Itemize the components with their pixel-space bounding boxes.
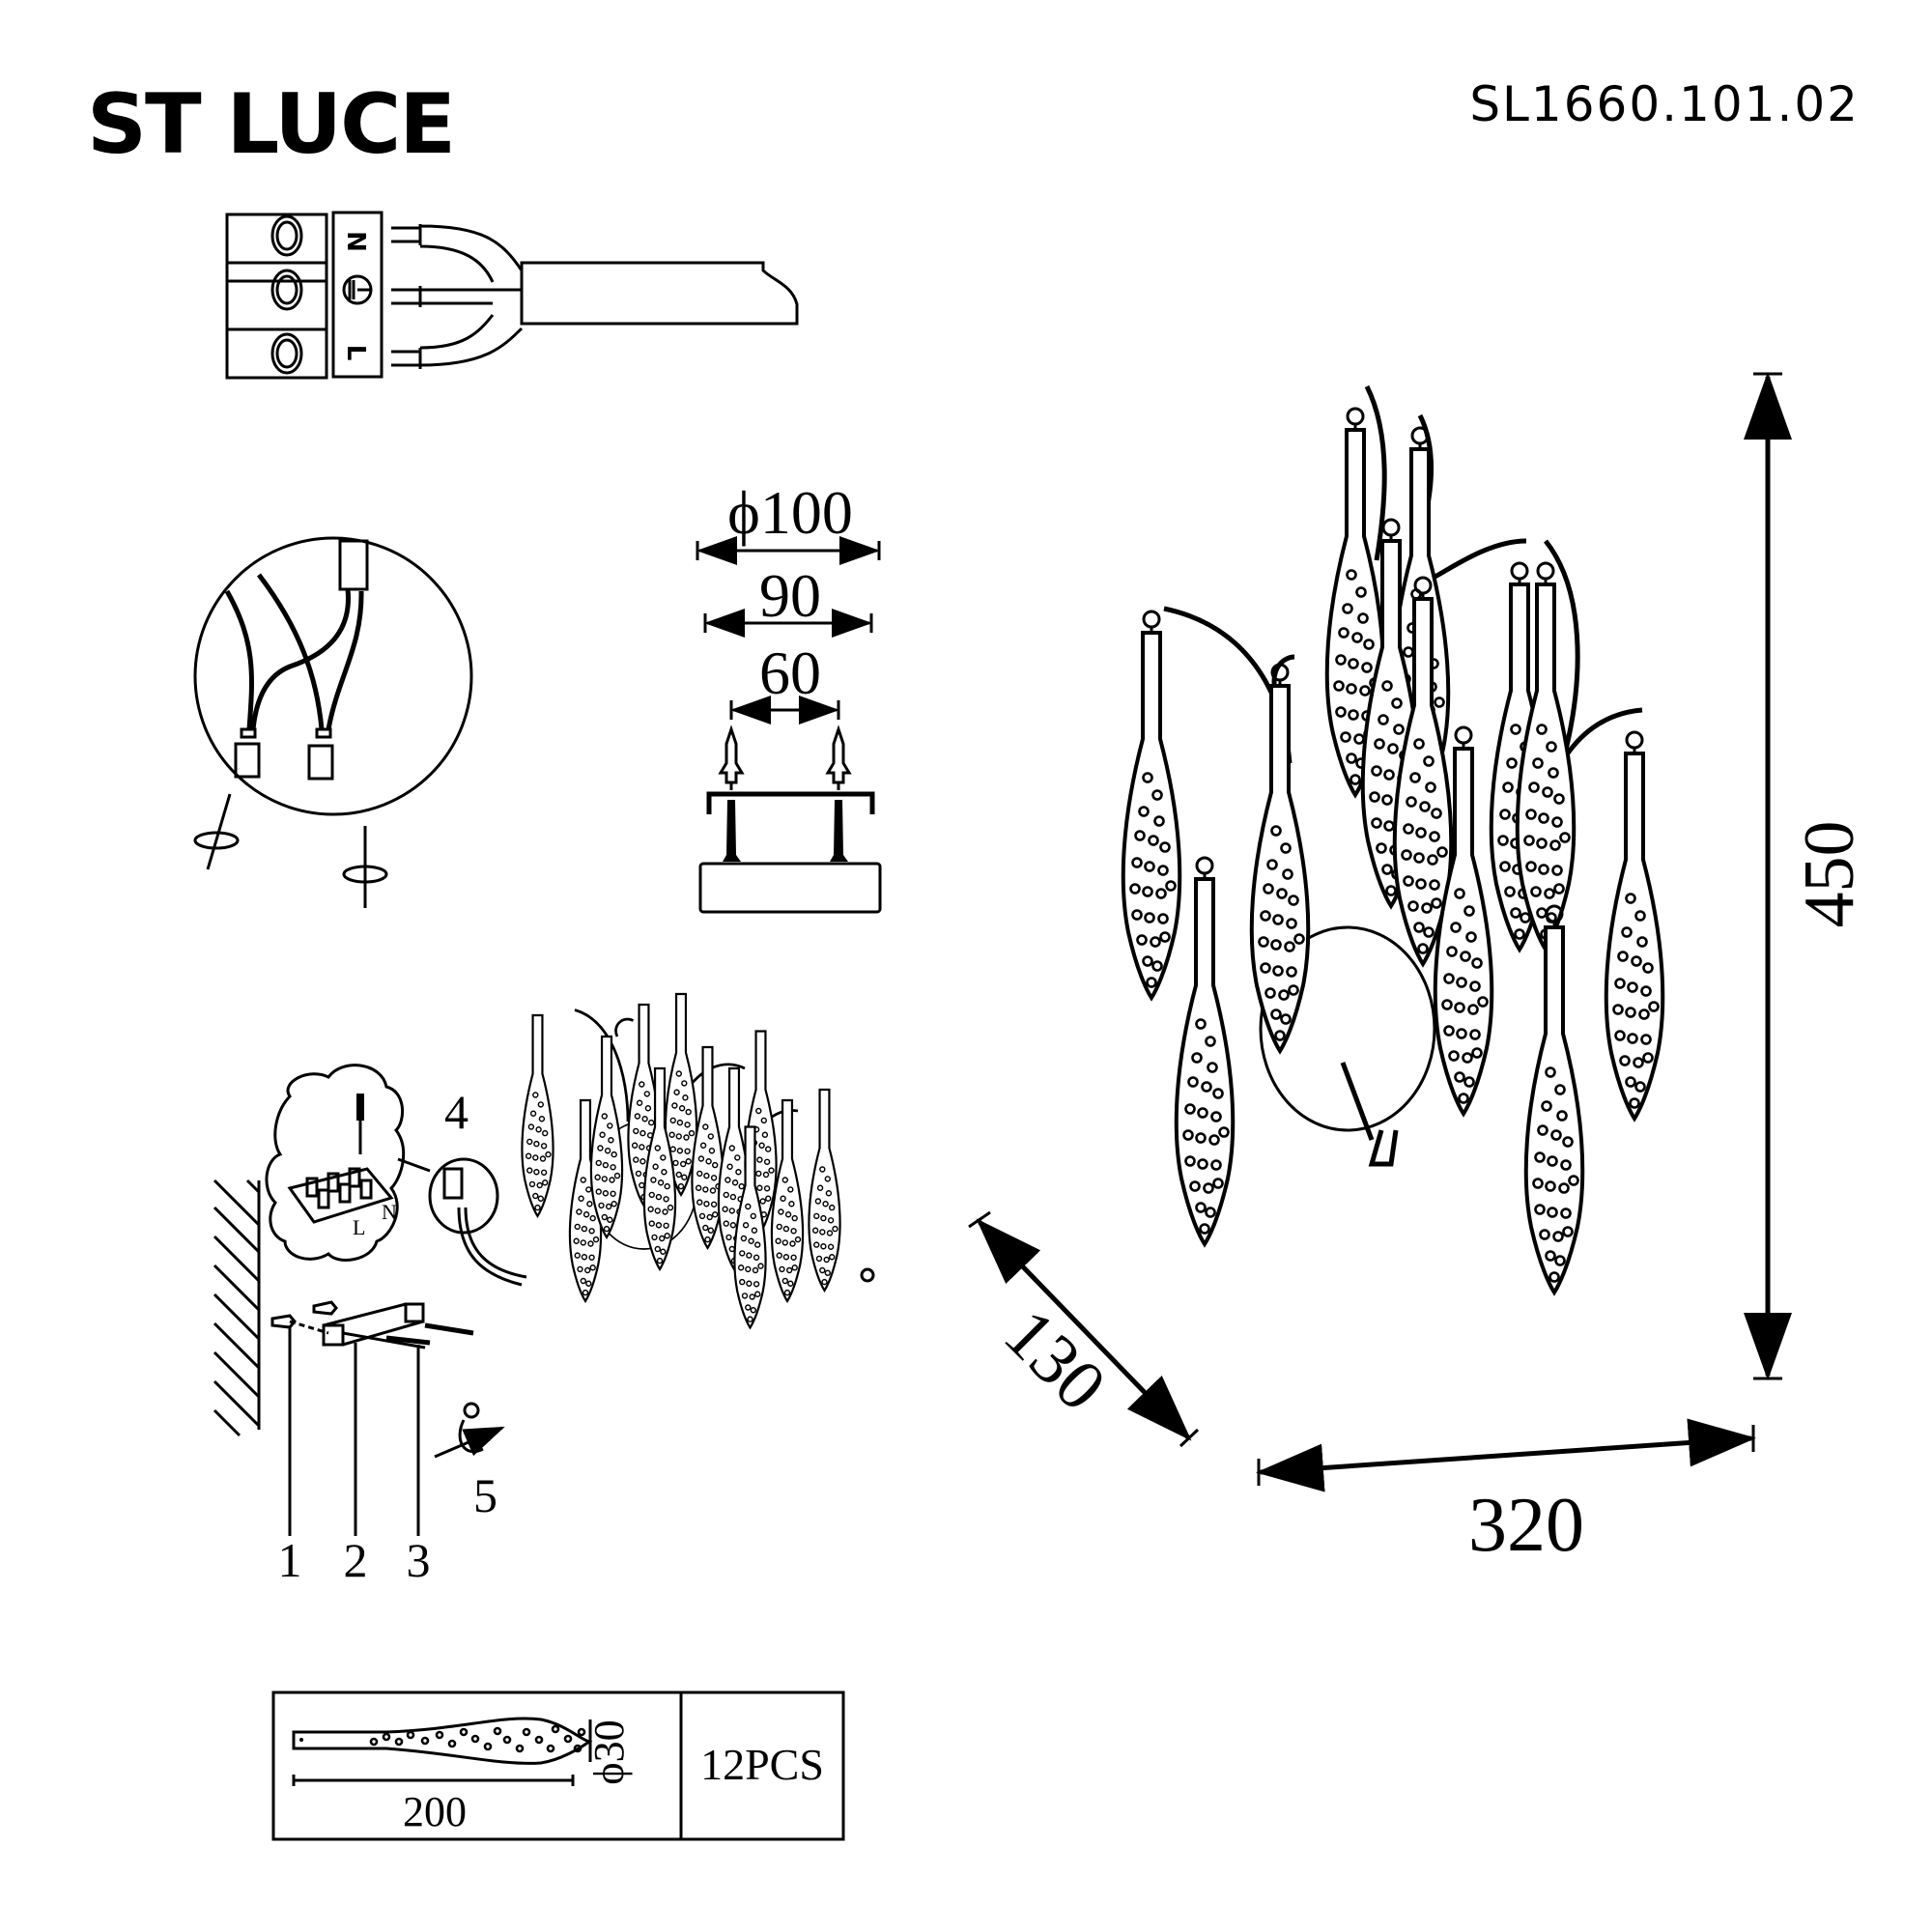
crystal-length: 200 [403,1788,467,1835]
callout-cloud [265,1064,406,1262]
terminal-label-live: L [341,345,370,361]
step-label-4: 4 [444,1085,469,1139]
callout-neutral-label: N [382,1200,397,1224]
step-label-3: 3 [407,1533,431,1587]
wall-hatch [213,1179,261,1437]
wall-anchor-icon [718,724,852,790]
bracket-assembly-icon [270,1300,474,1350]
cable-icon [391,224,799,369]
dimension-width: 320 [1468,1483,1584,1568]
earth-ground-icon [342,274,373,305]
screwdriver-icon [356,1094,364,1154]
dimension-hole-spacing: 60 [759,639,821,707]
terminal-label-neutral: N [341,231,370,252]
mounting-bracket-diagram: ϕ100 90 60 [696,478,882,914]
wire-detail [193,536,473,908]
model-number: SL1660.101.02 [1469,76,1860,132]
terminal-block-icon [287,1167,394,1224]
callout-live-label: L [353,1215,365,1239]
wiring-diagram: N L [225,211,799,380]
dimension-base-diameter: ϕ100 [727,478,853,547]
main-chandelier-view [1121,384,1665,1294]
rotate-arrow-icon [434,1402,505,1459]
crystal-diameter: ϕ30 [585,1719,633,1784]
dimension-depth: 130 [989,1294,1121,1426]
connector-callout [428,1157,499,1235]
crystal-quantity: 12PCS [700,1740,824,1789]
dimension-outer-width: 90 [759,561,821,630]
dimension-height: 450 [1790,821,1869,928]
screw-icon [860,1267,875,1283]
brand-logo: ST LUCE [87,76,454,173]
screw-icon [723,800,848,862]
rotate-twist-icon [193,793,388,908]
step-label-5: 5 [473,1468,497,1522]
installation-diagram: L N 4 1 2 3 5 [213,992,875,1587]
wire-connector-icon [234,727,334,781]
small-chandelier-view [521,992,841,1329]
step-label-1: 1 [278,1533,302,1587]
crystal-drop-icon [292,1717,593,1765]
crystal-spec-table: 200 ϕ30 12PCS [271,1690,845,1841]
terminal-block-icon [225,213,328,380]
step-label-2: 2 [344,1533,368,1587]
